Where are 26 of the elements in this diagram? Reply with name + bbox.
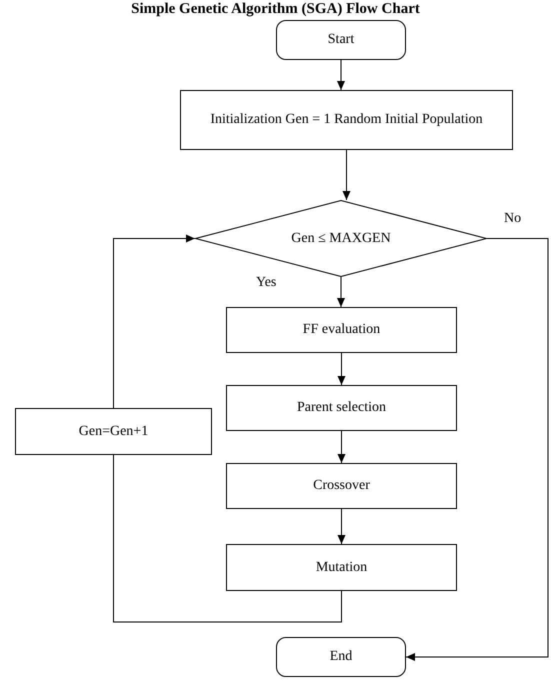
arrow: [113, 234, 196, 408]
terminal-box: [276, 20, 406, 60]
arrow: [342, 150, 350, 200]
arrow: [338, 430, 346, 464]
arrow: [406, 238, 548, 661]
chart-title: Simple Genetic Algorithm (SGA) Flow Chart: [130, 0, 421, 18]
arrow: [338, 352, 346, 386]
node-label: Gen=Gen+1: [78, 422, 150, 440]
process-box: [15, 408, 212, 455]
node-label: Mutation: [314, 558, 368, 576]
node-label: Crossover: [312, 477, 371, 495]
node-label: Parent selection: [296, 399, 388, 417]
node-label: Start: [326, 31, 356, 49]
node-label: End: [328, 648, 354, 666]
arrow: [337, 276, 345, 308]
arrow: [337, 60, 345, 90]
process-box: [226, 463, 457, 509]
process-box: [226, 307, 457, 353]
node-label: FF evaluation: [302, 321, 382, 339]
process-box: [180, 90, 513, 150]
process-box: [226, 544, 457, 591]
node-label: Gen ≤ MAXGEN: [290, 230, 392, 248]
process-box: [226, 385, 457, 431]
arrow: [338, 508, 346, 544]
node-label: Initialization Gen = 1 Random Initial Population: [209, 111, 484, 129]
terminal-box: [276, 637, 406, 677]
